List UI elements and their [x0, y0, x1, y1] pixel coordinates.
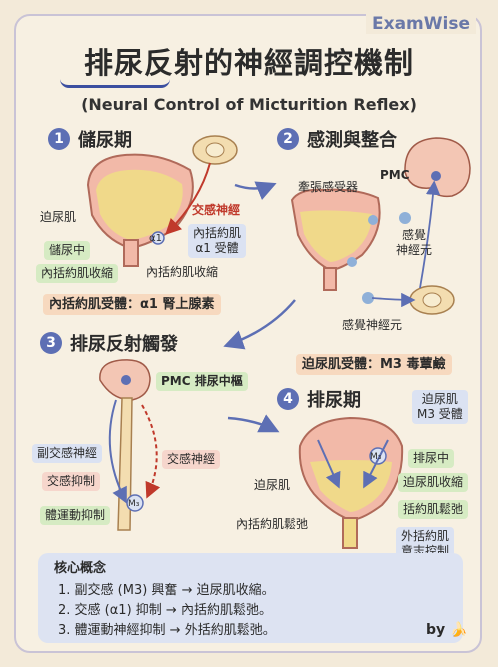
section-3-header: 3 排尿反射觸發 — [40, 330, 178, 356]
section-1-title: 儲尿期 — [78, 130, 132, 151]
s2-sensory-path — [371, 292, 416, 308]
s3-parasym-path — [108, 399, 127, 504]
s1-sympathetic-arrow — [165, 162, 211, 235]
s4-detrusor-label: 迫尿肌 — [254, 478, 291, 492]
section-4-number: 4 — [277, 388, 299, 410]
s4-squeeze-right — [363, 439, 389, 489]
s2-brain — [404, 137, 471, 198]
s4-squeeze-left — [317, 439, 341, 489]
core-concepts-title: 核心概念 — [54, 561, 107, 576]
s2-sensory-neuron-label: 感覺 神經元 — [396, 228, 433, 257]
s2-stretch-label: 牽張感受器 — [298, 180, 359, 194]
byline: by 🍌 — [426, 622, 467, 638]
section-2-header: 2 感測與整合 — [277, 126, 397, 152]
section-1-header: 1 儲尿期 — [48, 126, 132, 152]
section-3-title: 排尿反射觸發 — [70, 334, 178, 355]
page-subtitle: (Neural Control of Micturition Reflex) — [81, 95, 417, 114]
s1-internal-contract-tag: 內括約肌收縮 — [36, 264, 119, 283]
title-underline — [60, 79, 170, 88]
s2-pmc-label: PMC — [380, 168, 410, 182]
section-3-number: 3 — [40, 332, 62, 354]
arrow-3-to-4 — [227, 414, 280, 433]
s3-sym-inhibit-tag: 交感抑制 — [42, 472, 101, 491]
s1-internal-contract-label: 內括約肌收縮 — [146, 265, 219, 279]
s3-parasym-tag: 副交感神經 — [32, 444, 103, 463]
page-title: 排尿反射的神經調控機制 — [83, 46, 414, 80]
section-4-title: 排尿期 — [307, 390, 361, 411]
s2-bladder — [290, 188, 381, 291]
core-item-3: 3. 體運動神經抑制 → 外括約肌鬆弛。 — [58, 623, 276, 638]
s3-brain-cord — [99, 359, 151, 531]
s1-receptor-banner: 內括約肌受體：α1 腎上腺素 — [43, 294, 221, 315]
section-4-header: 4 排尿期 — [277, 386, 361, 412]
s1-spinal-segment — [192, 135, 238, 165]
section-2-title: 感測與整合 — [307, 130, 397, 151]
s3-pmc-center-tag: PMC 排尿中樞 — [156, 372, 248, 391]
s3-m3-label: M₃ — [128, 499, 140, 509]
s4-bladder — [298, 416, 404, 549]
s1-detrusor-label: 迫尿肌 — [40, 210, 77, 224]
brand-logo: ExamWise — [366, 14, 476, 34]
core-concepts-box: 核心概念 1. 副交感 (M3) 興奮 → 迫尿肌收縮。 2. 交感 (α1) … — [38, 553, 463, 643]
s2-spinal-segment — [409, 285, 455, 315]
core-item-2: 2. 交感 (α1) 抑制 → 內括約肌鬆弛。 — [58, 603, 272, 618]
arrow-1-to-2 — [234, 181, 277, 200]
byline-text: by — [426, 622, 446, 638]
s4-detrusor-contract-tag: 迫尿肌收縮 — [398, 473, 469, 492]
core-item-1: 1. 副交感 (M3) 興奮 → 迫尿肌收縮。 — [58, 583, 275, 598]
arrow-2-to-3 — [223, 299, 296, 350]
s2-neuron-icons — [347, 212, 411, 304]
s2-detrusor-receptor-banner: 迫尿肌受體：M3 毒蕈鹼 — [296, 354, 452, 375]
s2-sensory-nerve-label: 感覺神經元 — [342, 318, 403, 332]
s3-sympathetic-path — [141, 404, 161, 499]
s4-internal-relax-label: 內括約肌鬆弛 — [236, 517, 309, 531]
s4-detrusor-m3-tag: 迫尿肌 M3 受體 — [412, 390, 468, 424]
s4-voiding-tag: 排尿中 — [408, 449, 455, 468]
s2-ascending-path — [419, 180, 441, 289]
s1-internal-receptor-tag: 內括約肌 α1 受體 — [188, 224, 247, 258]
banana-icon: 🍌 — [450, 622, 468, 638]
s1-bladder — [86, 153, 194, 267]
s3-somatic-inhibit-tag: 體運動抑制 — [40, 506, 111, 525]
s1-storage-tag: 儲尿中 — [44, 241, 91, 260]
s4-internal-relax-tag: 括約肌鬆弛 — [398, 500, 469, 519]
section-2-number: 2 — [277, 128, 299, 150]
s3-sym-nerve-tag: 交感神經 — [162, 450, 221, 469]
s4-m3-label: M₃ — [370, 452, 382, 462]
s1-sympathetic-label: 交感神經 — [192, 203, 241, 217]
section-1-number: 1 — [48, 128, 70, 150]
s1-alpha1-label: α1 — [149, 233, 162, 244]
